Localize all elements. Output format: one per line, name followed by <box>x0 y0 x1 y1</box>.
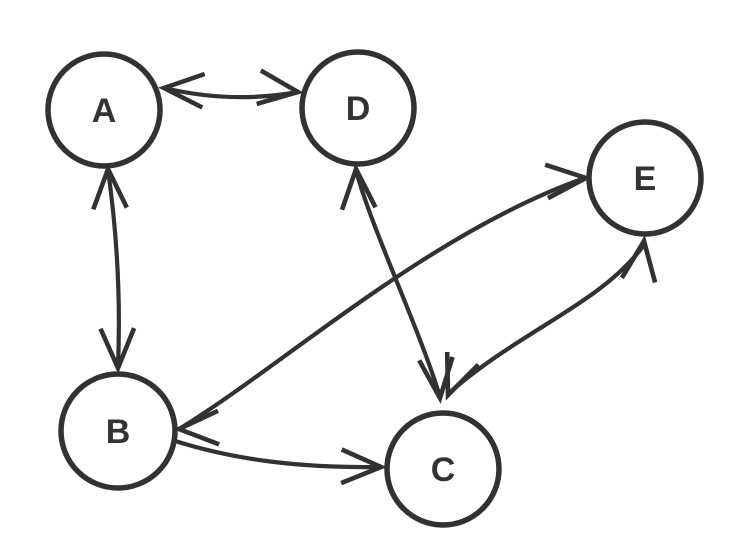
arrowhead-a-d-at-d <box>256 68 304 107</box>
node-e-circle <box>586 119 704 237</box>
arrowhead-c-d-at-d <box>339 163 378 211</box>
arrowhead-b-c-at-c <box>340 447 387 486</box>
node-c-circle <box>384 410 502 528</box>
node-d-circle <box>299 49 417 167</box>
arrowhead-b-e-at-b <box>173 408 220 447</box>
arrowhead-a-d-at-a <box>158 71 206 110</box>
node-e-label: E <box>634 160 657 198</box>
node-b-label: B <box>106 413 131 451</box>
edge-a-b-line <box>105 167 121 370</box>
arrowhead-c-e-at-c <box>444 351 481 401</box>
edge-b-e-line <box>176 175 588 432</box>
arrowhead-a-b-at-b <box>98 327 137 374</box>
arrowhead-a-b-at-a <box>91 163 129 211</box>
node-c-label: C <box>431 451 456 489</box>
edge-b-c-line <box>169 437 383 470</box>
node-d-label: D <box>346 90 371 128</box>
node-a-label: A <box>92 92 117 130</box>
arrowhead-b-e-at-e <box>544 162 592 201</box>
edge-c-d-line <box>353 167 443 400</box>
edge-c-e-line <box>445 242 647 397</box>
node-b-circle <box>58 371 178 491</box>
node-a-circle <box>45 51 163 169</box>
arrowhead-c-e-at-e <box>619 235 658 284</box>
